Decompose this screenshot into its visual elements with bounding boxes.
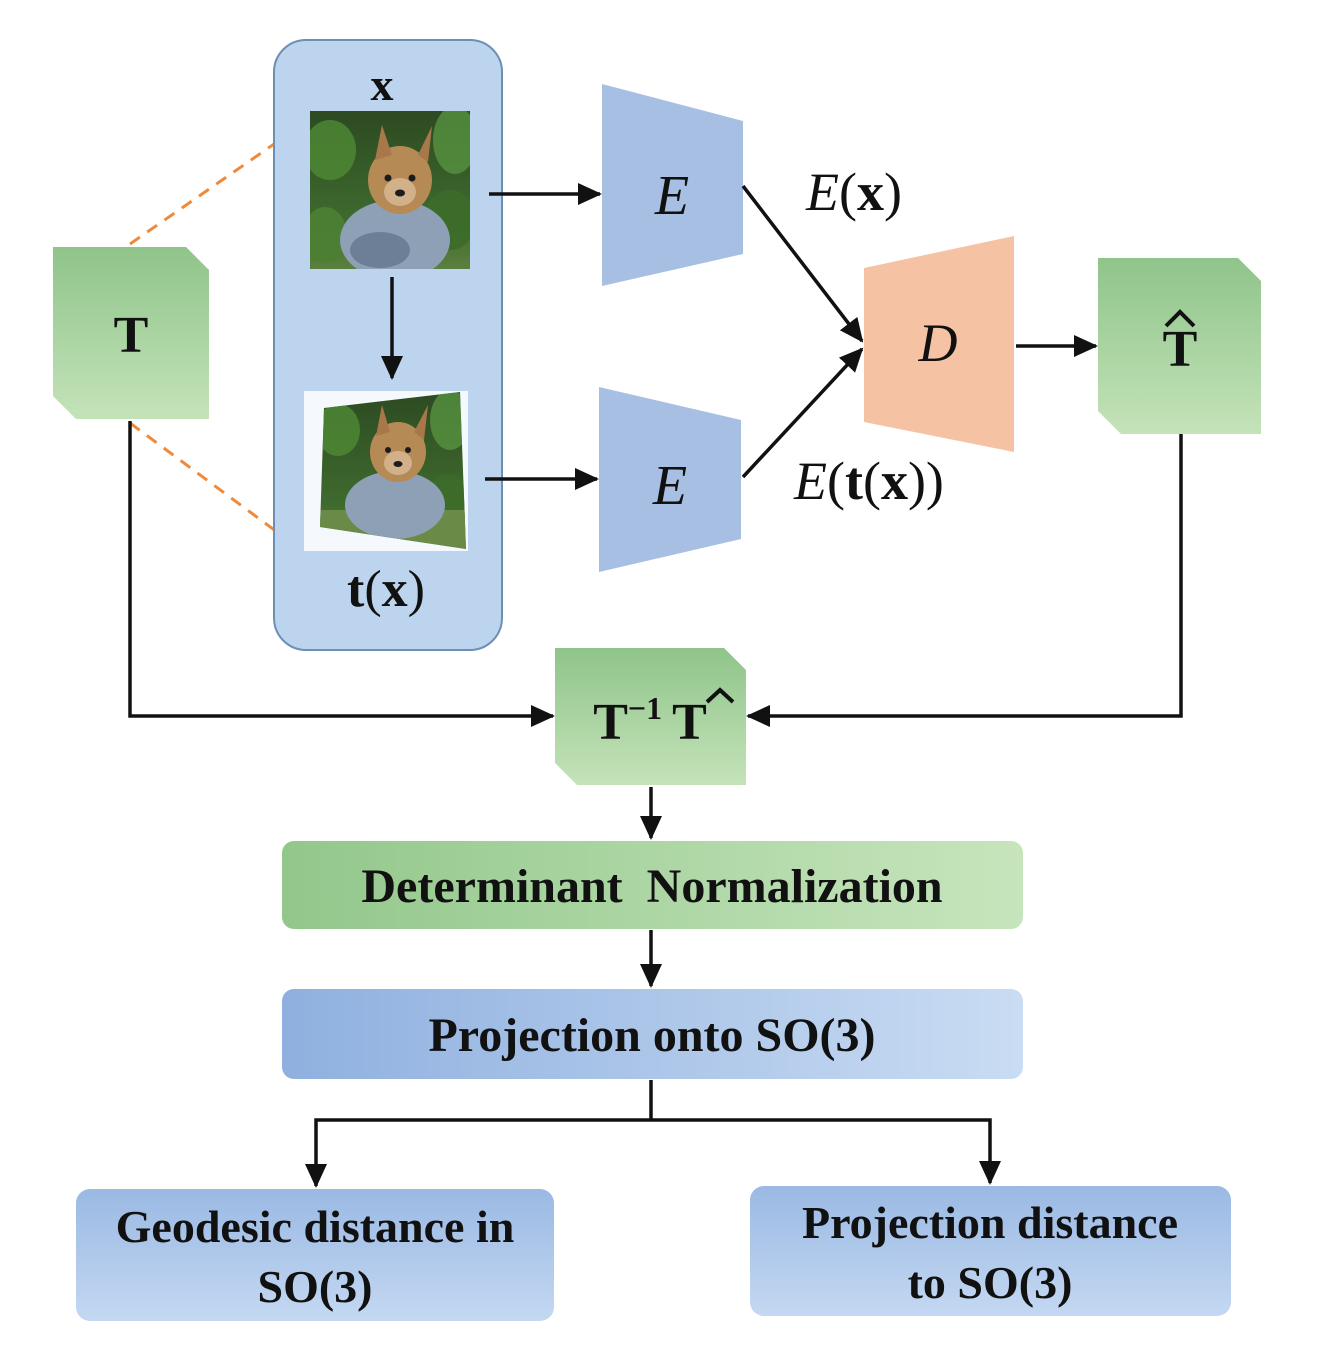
- projection-distance-box: Projection distance to SO(3): [750, 1186, 1231, 1316]
- dashed-link-top: [129, 124, 301, 246]
- encoder-top: E: [602, 84, 743, 286]
- encoder-bottom: E: [599, 387, 741, 572]
- decoder: D: [864, 236, 1014, 452]
- estimate-box-label: T: [1163, 321, 1198, 378]
- encoder-bottom-label: E: [652, 455, 687, 517]
- transform-box: T: [53, 247, 209, 419]
- arrow-estimate-to-composite: [746, 434, 1183, 727]
- determinant-normalization-label: Determinant Normalization: [361, 860, 942, 913]
- projection-label: Projection onto SO(3): [428, 1009, 875, 1062]
- estimate-hat-mark: [1164, 309, 1196, 328]
- transformed-dog-image: [304, 391, 468, 551]
- estimate-box: T: [1098, 258, 1261, 434]
- encoder-output-bottom: E(t(x)): [793, 451, 944, 511]
- geodesic-distance-box: Geodesic distance in SO(3): [76, 1189, 554, 1321]
- geodesic-distance-line1: Geodesic distance in: [116, 1201, 515, 1252]
- composite-hat-mark: [705, 687, 735, 704]
- arrow-to-geodesic: [305, 1118, 651, 1188]
- arrow-transform-to-composite: [128, 421, 555, 727]
- transformed-image-label: t(x): [347, 561, 425, 618]
- transform-box-label: T: [114, 307, 149, 364]
- arrow-encoder-bottom-to-decoder: [741, 347, 864, 479]
- encoder-top-label: E: [654, 165, 689, 227]
- original-dog-image: [310, 111, 470, 269]
- projection-distance-line1: Projection distance: [802, 1197, 1178, 1248]
- arrow-encoder-top-to-decoder: [741, 184, 864, 343]
- projection-distance-line2: to SO(3): [908, 1257, 1073, 1308]
- original-image-label: x: [371, 59, 394, 110]
- image-pair-panel: x: [273, 39, 503, 651]
- dashed-link-bottom: [129, 421, 301, 551]
- arrow-to-projection-distance: [651, 1118, 1001, 1185]
- decoder-label: D: [918, 313, 958, 373]
- geodesic-distance-line2: SO(3): [258, 1261, 373, 1312]
- projection-step: Projection onto SO(3): [282, 989, 1023, 1079]
- encoder-output-top: E(x): [805, 162, 902, 222]
- determinant-normalization-step: Determinant Normalization: [282, 841, 1023, 929]
